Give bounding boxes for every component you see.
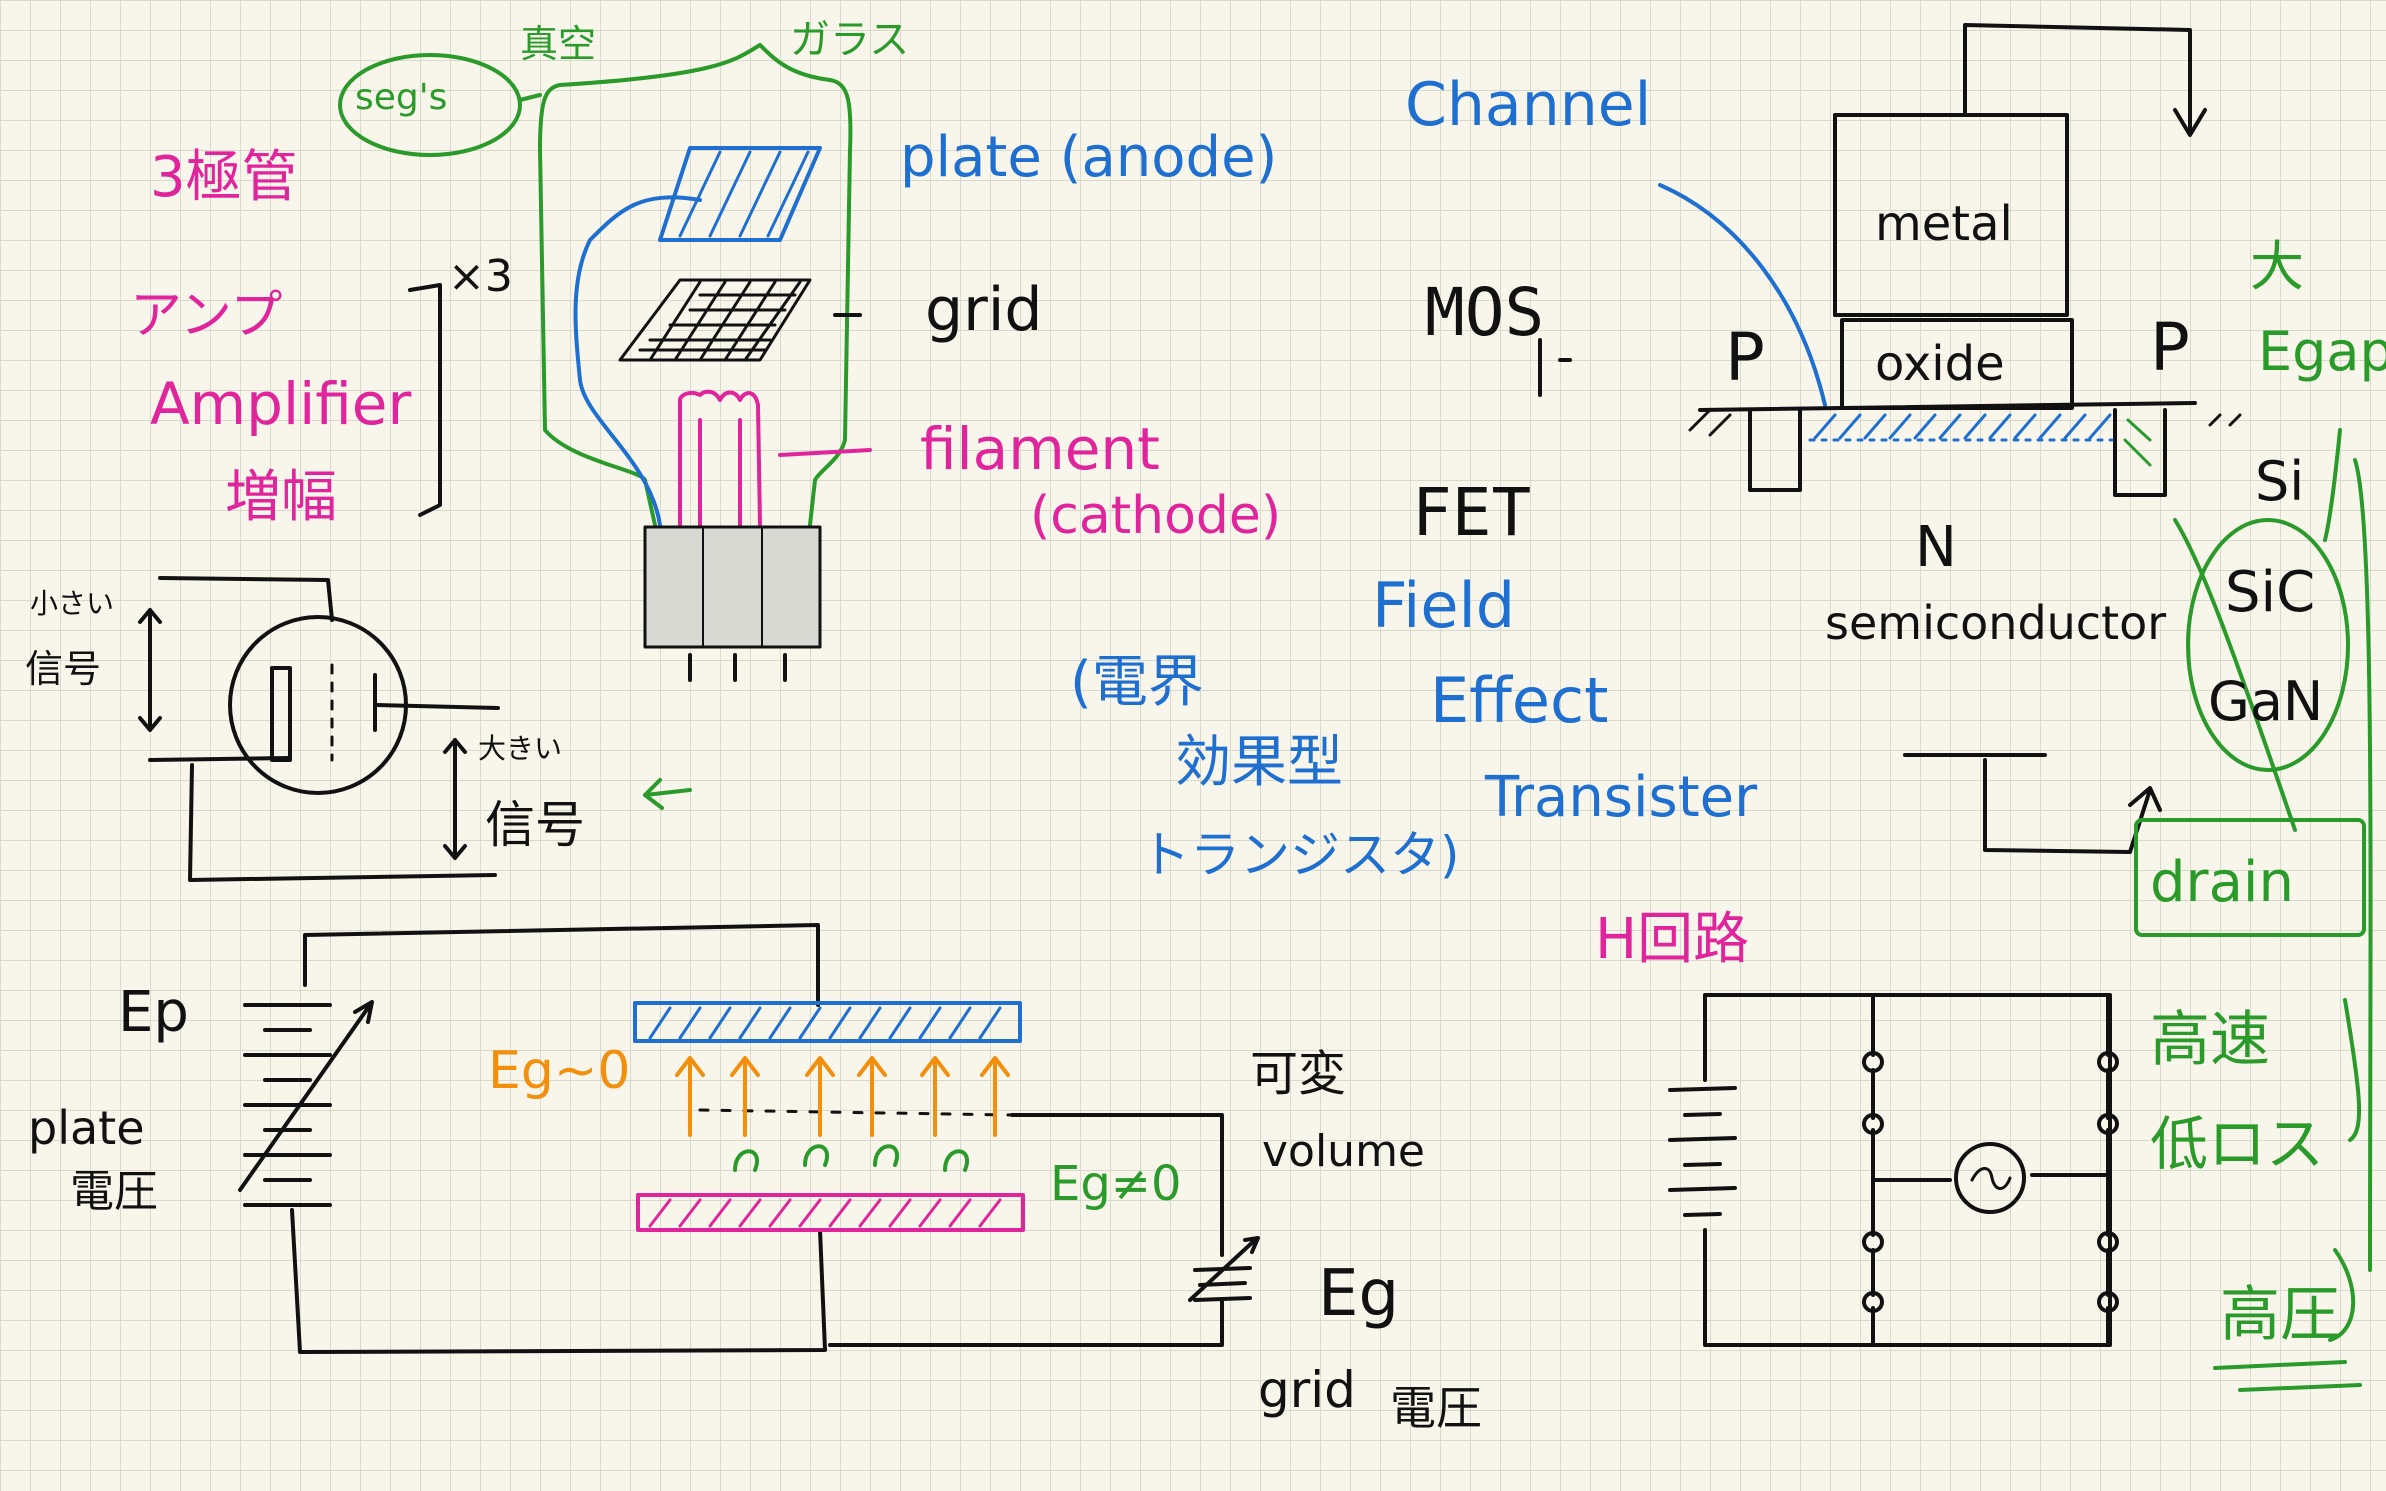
segs-label: seg's <box>355 77 448 118</box>
fast-label: 高速 <box>2150 1005 2270 1075</box>
volume-label: volume <box>1262 1126 1426 1177</box>
amplifier-bracket <box>408 283 442 517</box>
low-loss-label: 低ロス <box>2150 1110 2325 1178</box>
large-egap-kanji: 大 <box>2250 235 2304 298</box>
effect-type-jp-label: 効果型 <box>1175 730 1343 795</box>
filament-label: filament <box>920 415 1160 483</box>
transistor-label: Transister <box>1485 765 1758 830</box>
grid-voltage-kanji: 電圧 <box>1390 1381 1482 1435</box>
p-left-label: P <box>1725 319 1765 396</box>
plate-anode-label: plate (anode) <box>900 125 1278 190</box>
fet-label: FET <box>1412 474 1532 551</box>
vacuum-label: 真空 <box>520 22 597 66</box>
h-bridge-circuit <box>1668 993 2119 1347</box>
small-label: 小さい <box>30 587 115 620</box>
mos-label: MOS <box>1425 274 1545 351</box>
sic-label: SiC <box>2225 560 2316 625</box>
triode-title: 3極管 <box>150 145 298 210</box>
cathode-label: (cathode) <box>1030 486 1282 546</box>
glass-label: ガラス <box>790 17 910 63</box>
variable-label: 可変 <box>1250 1046 1347 1102</box>
large-signal-label: 信号 <box>485 796 585 854</box>
drain-label: drain <box>2150 850 2294 915</box>
p-right-label: P <box>2150 309 2190 386</box>
grid-label: grid <box>925 275 1043 345</box>
high-voltage-label: 高圧 <box>2220 1280 2340 1350</box>
eg-label: Eg <box>1318 1257 1400 1331</box>
oxide-label: oxide <box>1875 336 2005 392</box>
grid-voltage-label: grid <box>1258 1361 1356 1419</box>
field-label: Field <box>1372 569 1516 642</box>
plate-voltage-kanji: 電圧 <box>70 1166 158 1217</box>
eg-nonzero-label: Eg≠0 <box>1050 1156 1182 1212</box>
grid-circuit <box>238 923 1260 1354</box>
eg-approx-zero-label: Eg~0 <box>488 1041 631 1101</box>
amplifier-label: Amplifier <box>150 370 412 438</box>
si-label: Si <box>2255 450 2305 513</box>
amp-kanji-label: 増幅 <box>225 465 337 530</box>
egap-label: Egap <box>2258 320 2386 383</box>
effect-label: Effect <box>1430 664 1609 737</box>
vacuum-tube <box>538 43 872 682</box>
plate-voltage-label: plate <box>28 1101 145 1155</box>
semiconductor-label: semiconductor <box>1825 596 2167 650</box>
metal-label: metal <box>1875 196 2013 252</box>
large-label: 大きい <box>478 732 563 765</box>
gan-label: GaN <box>2208 670 2324 733</box>
green-annotations <box>2134 428 2373 1392</box>
ep-label: Ep <box>118 980 189 1045</box>
segs-oval <box>338 53 522 157</box>
h-bridge-title: H回路 <box>1595 907 1750 972</box>
times-three-label: ×3 <box>448 251 513 302</box>
n-label: N <box>1915 515 1957 580</box>
transistor-jp-label: トランジスタ) <box>1140 826 1460 884</box>
small-signal-label: 信号 <box>25 647 102 691</box>
green-arrow <box>643 778 692 810</box>
amp-kana-label: アンプ <box>130 286 283 346</box>
triode-symbol <box>138 576 500 882</box>
field-effect-jp-label: (電界 <box>1070 650 1204 715</box>
mosfet-diagram <box>1538 23 2242 854</box>
channel-label: Channel <box>1405 70 1652 140</box>
